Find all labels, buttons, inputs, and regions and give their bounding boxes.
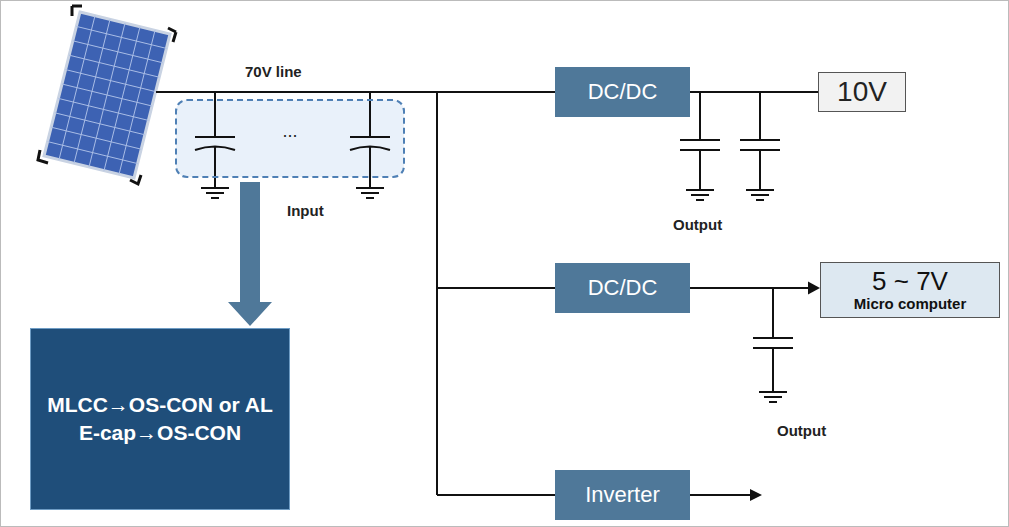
input-capacitor-group: ...Input: [175, 99, 405, 178]
replacement-note-box: MLCC→OS-CON or AL E-cap→OS-CON: [30, 328, 290, 510]
arrowhead: [750, 489, 762, 501]
node-text: Inverter: [585, 482, 660, 508]
node-text: MLCC→OS-CON or AL E-cap→OS-CON: [45, 391, 275, 448]
node-text: ...: [177, 121, 403, 142]
microcomputer-box: 5 ~ 7VMicro computer: [820, 262, 1000, 318]
connector-line: [690, 92, 818, 93]
dcdc-converter-box: DC/DC: [555, 263, 690, 313]
output-label: Output: [673, 216, 722, 233]
block-arrow: [228, 182, 272, 326]
node-subtext: Input: [287, 202, 324, 219]
output-voltage-box: 10V: [818, 72, 906, 112]
inverter-box: Inverter: [555, 470, 690, 520]
output-label: Output: [777, 422, 826, 439]
dcdc-converter-box: DC/DC: [555, 67, 690, 117]
node-subtext: Micro computer: [854, 296, 967, 313]
node-text: 5 ~ 7V: [872, 267, 948, 296]
node-text: 10V: [837, 76, 887, 108]
connector-line: [690, 281, 820, 294]
solar-panel: [38, 6, 176, 184]
node-text: DC/DC: [588, 79, 658, 105]
node-text: DC/DC: [588, 275, 658, 301]
line-voltage-label: 70V line: [245, 63, 302, 80]
